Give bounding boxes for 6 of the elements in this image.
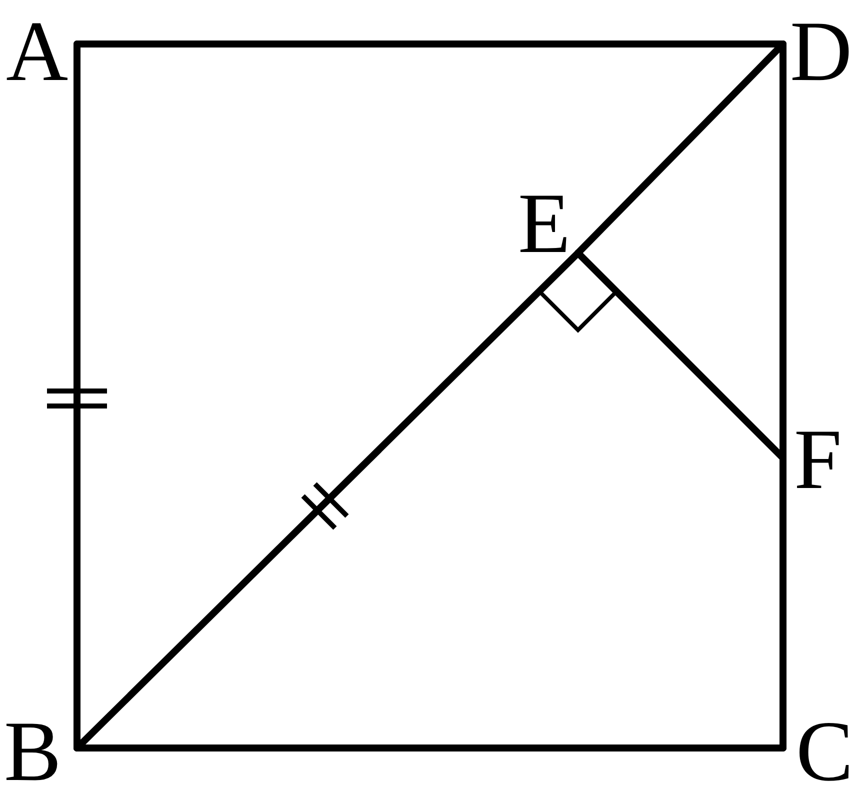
vertex-label: C — [796, 708, 854, 794]
vertex-label: D — [790, 8, 852, 94]
vertex-label: A — [6, 8, 68, 94]
vertex-label: B — [4, 708, 62, 794]
vertex-label: F — [794, 416, 842, 502]
vertex-label: E — [518, 180, 571, 266]
